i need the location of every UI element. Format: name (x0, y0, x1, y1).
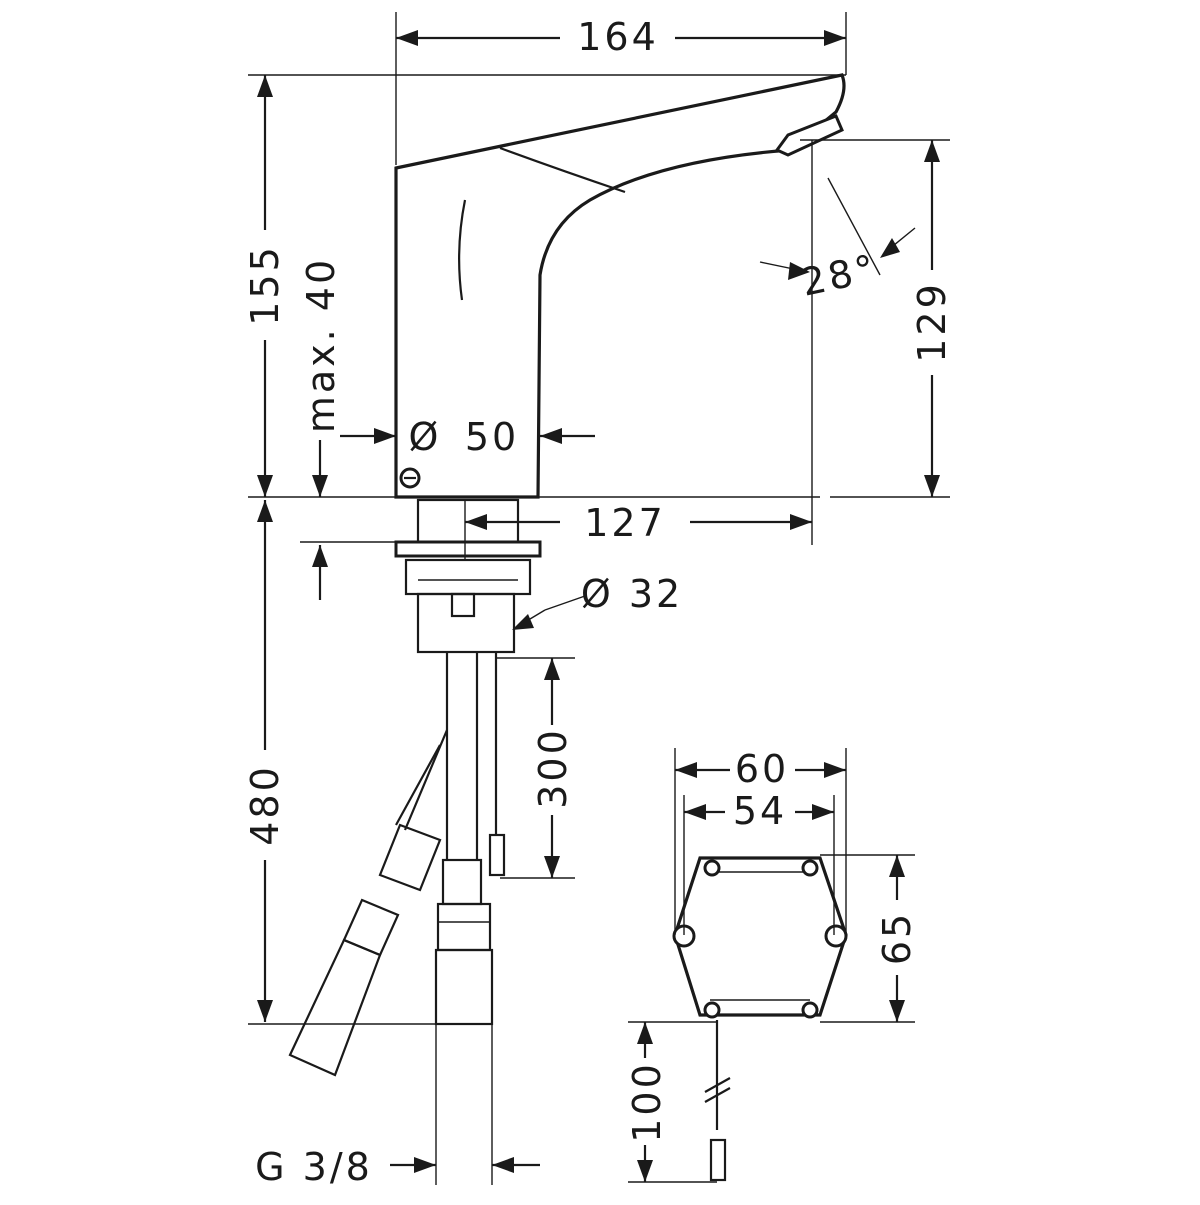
faucet-body (394, 73, 846, 499)
label-g-3-8: G 3/8 (255, 1145, 373, 1189)
label-129: 129 (910, 281, 954, 363)
label-28-degrees: 28° (797, 246, 881, 305)
label-100: 100 (625, 1061, 669, 1143)
label-300: 300 (531, 727, 575, 809)
label-diameter-symbol: Ø (409, 415, 442, 459)
label-max-40: max. 40 (299, 257, 343, 433)
label-dia-32: Ø 32 (581, 572, 683, 616)
label-54: 54 (733, 789, 787, 833)
label-480: 480 (243, 764, 287, 846)
control-box (672, 856, 848, 1182)
label-65: 65 (875, 911, 919, 965)
label-127: 127 (584, 501, 666, 545)
dimension-labels: 164 155 max. 40 Ø 50 127 129 28° Ø 32 48… (243, 15, 954, 1189)
label-60: 60 (735, 747, 789, 791)
supply-hoses (288, 652, 506, 1077)
dimension-lines (248, 12, 950, 1185)
label-155: 155 (243, 244, 287, 326)
label-50: 50 (465, 415, 519, 459)
mounting-shank (394, 498, 542, 654)
label-164: 164 (577, 15, 659, 59)
